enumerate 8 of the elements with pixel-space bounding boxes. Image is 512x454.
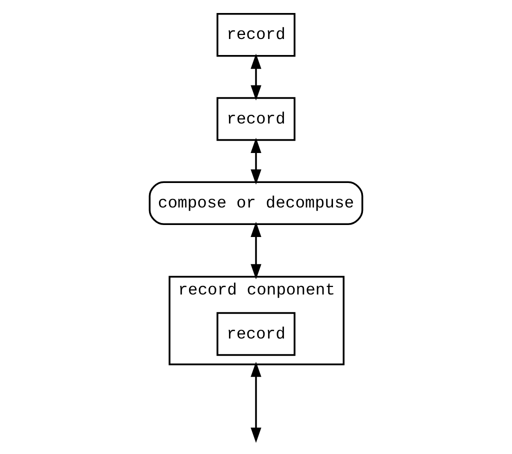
node-box: compose or decompuse [148, 180, 364, 225]
node-box: record [216, 12, 296, 56]
arrow [250, 137, 262, 184]
node-box: record [216, 312, 296, 356]
arrow [250, 221, 262, 279]
arrow [250, 53, 262, 100]
node-box: record [216, 96, 296, 140]
arrow [250, 361, 262, 442]
